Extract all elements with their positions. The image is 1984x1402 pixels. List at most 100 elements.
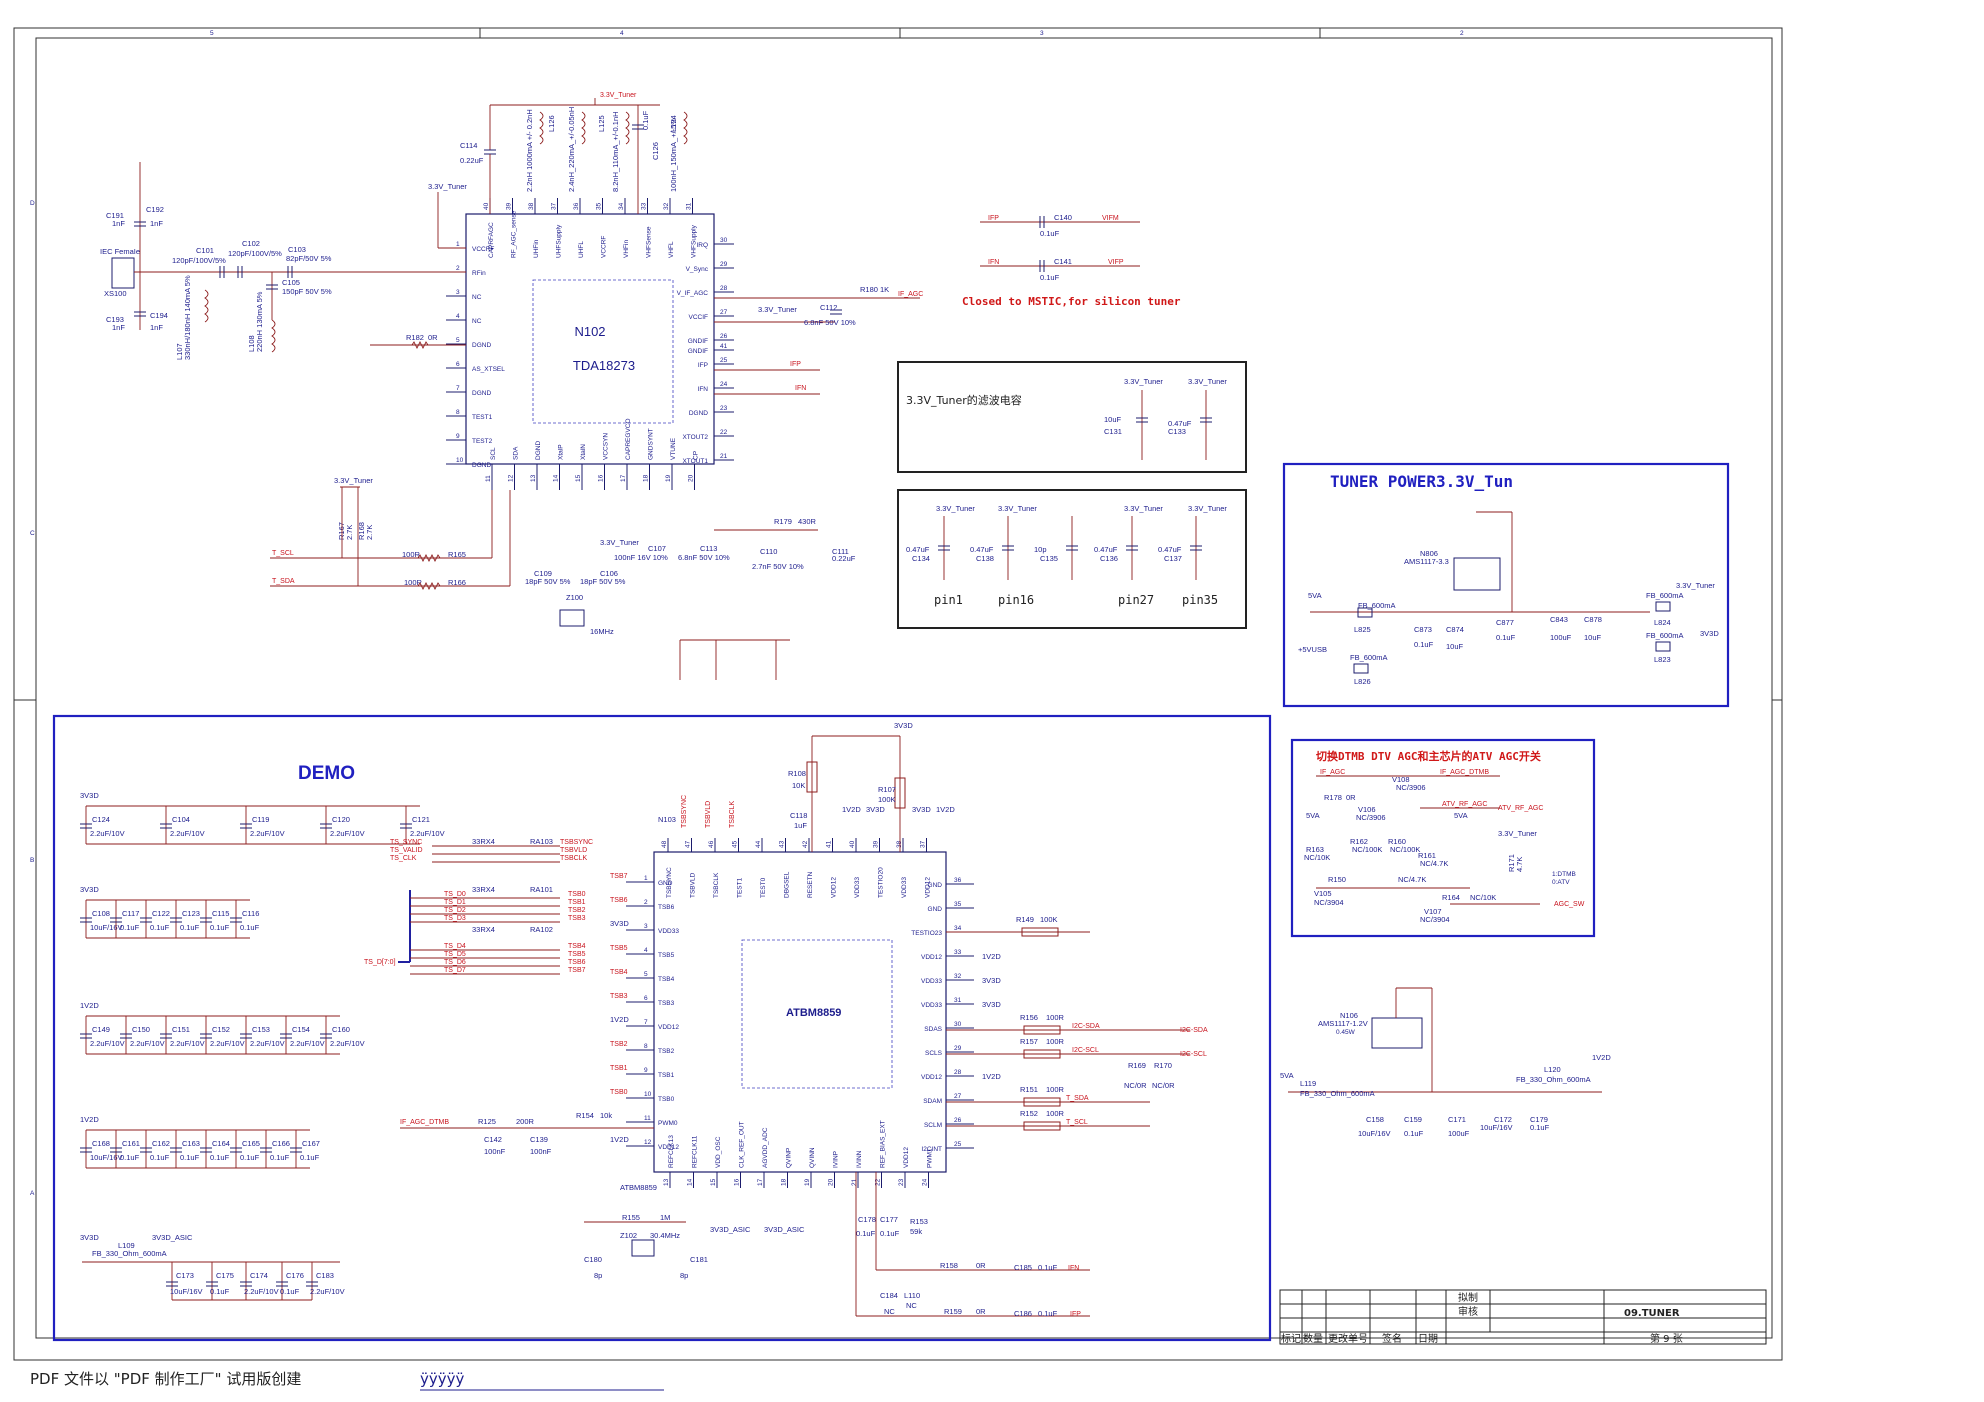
ts-d-net: TS_D0 (444, 891, 466, 898)
demo-left-pin-num: 3 (644, 923, 648, 930)
r157-val: 100R (1046, 1037, 1065, 1046)
demo-if-agc-dtmb: IF_AGC_DTMB (400, 1119, 449, 1126)
c193-ref: C193 (106, 315, 124, 324)
demo-bottom-pin-name: QVINP (786, 1148, 793, 1168)
demo-top-pin-num: 48 (661, 840, 668, 848)
r166-ref: R166 (448, 578, 466, 587)
demo-right-pin-num: 25 (954, 1141, 962, 1148)
ldo-5va: 5VA (1280, 1071, 1294, 1080)
c185-ref: C185 (1014, 1263, 1032, 1272)
c180-ref: C180 (584, 1255, 602, 1264)
cap-row-ref: C163 (182, 1139, 200, 1148)
l120-ref: L120 (1544, 1065, 1561, 1074)
demo-bottom-pin-name: PWM1 (927, 1148, 934, 1168)
demo-left-pin-num: 12 (644, 1139, 652, 1146)
l107-ref: L107 (175, 343, 184, 360)
cap-row-ref: C154 (292, 1025, 310, 1034)
tuner-top-pin-name: VHFSupply (691, 224, 698, 258)
if-ifp: IFP (988, 215, 999, 222)
tuner-power-title: TUNER POWER3.3V_Tun (1330, 472, 1513, 491)
if-note: Closed to MSTIC,for silicon tuner (962, 295, 1181, 308)
demo-i2c-sda-b: I2C-SDA (1180, 1027, 1208, 1034)
z100-val: 16MHz (590, 627, 614, 636)
r179-val: 430R (798, 517, 817, 526)
c111-ref: C111 (832, 547, 849, 556)
t-scl-net: T_SCL (272, 550, 294, 557)
tuner-left-pin-num: 4 (456, 313, 460, 320)
demo-t-sda: T_SDA (1066, 1095, 1089, 1102)
r156-val: 100R (1046, 1013, 1065, 1022)
pinbox-cap-val: 0.47uF (970, 545, 994, 554)
cap-row-val: 0.1uF (150, 923, 170, 932)
cap-row-ref: C121 (412, 815, 430, 824)
r178-ref: R178 (1324, 793, 1342, 802)
tuner-inductor-ref: L125 (597, 115, 606, 132)
l108-ref: L108 (247, 335, 256, 352)
cap-row-net: 1V2D (80, 1001, 99, 1010)
r168-val: 2.7K (365, 525, 374, 540)
r153-val: 59k (910, 1227, 922, 1236)
cap-row-ref: C124 (92, 815, 110, 824)
tuner-top-pin-num: 40 (483, 202, 490, 210)
ts-tsb-net: TSB6 (568, 959, 586, 966)
ra103-val: 33RX4 (472, 837, 495, 846)
ts-right-net: TSBSYNC (560, 839, 593, 846)
ts-clk-net: TS_CLK (390, 855, 417, 862)
demo-tsb-top-net: TSBVLD (705, 801, 712, 828)
demo-right-pin-num: 31 (954, 997, 962, 1004)
c107-val: 100nF 16V 10% (614, 553, 668, 562)
demo-top-pin-num: 39 (873, 840, 880, 848)
demo-right-pin-name: SCLM (924, 1122, 942, 1129)
c843-ref: C843 (1550, 615, 1568, 624)
tuner-top-pin-num: 38 (528, 202, 535, 210)
cap-row-ref: C164 (212, 1139, 230, 1148)
demo-left-pin-name: TSB0 (658, 1096, 675, 1103)
asic-dst: 3V3D_ASIC (152, 1233, 193, 1242)
demo-ifp: IFP (1070, 1311, 1081, 1318)
r179-ref: R179 (774, 517, 792, 526)
demo-bottom-pin-name: IVINP (833, 1151, 840, 1168)
c185-val: 0.1uF (1038, 1263, 1058, 1272)
r164-val: NC/10K (1470, 893, 1496, 902)
filter-pwr-b: 3.3V_Tuner (1188, 377, 1227, 386)
c843-val: 100uF (1550, 633, 1572, 642)
cap-row-ref: C151 (172, 1025, 190, 1034)
tb-sheet-title: 09.TUNER (1624, 1308, 1680, 1319)
tuner-right-pin-name: GNDIF (688, 348, 708, 355)
tuner-top-pin-num: 33 (641, 202, 648, 210)
demo-bottom-pin-num: 14 (687, 1178, 694, 1186)
tuner-bottom-pin-num: 19 (665, 474, 672, 482)
tuner-bottom-pin-num: 17 (620, 474, 627, 482)
v106-val: NC/3906 (1356, 813, 1386, 822)
pinbox-cap-ref: C137 (1164, 554, 1182, 563)
c186-ref: C186 (1014, 1309, 1032, 1318)
demo-top-pin-num: 44 (755, 840, 762, 848)
demo-top-pin-num: 46 (708, 840, 715, 848)
sheet-border: 5 4 3 2 D C B A (13, 27, 1783, 1361)
demo-top-pin-name: TEST0 (760, 877, 767, 898)
pinbox-pwr-label: 3.3V_Tuner (1188, 504, 1227, 513)
l826-val: FB_600mA (1350, 653, 1388, 662)
pinbox-pin-label: pin35 (1182, 593, 1218, 607)
demo-left-net: TSB4 (610, 969, 628, 976)
border-num-5: 5 (210, 30, 214, 37)
demo-right-pin-name: GND (928, 906, 943, 913)
footer-link[interactable]: ÿÿÿÿÿ (420, 1370, 465, 1388)
r153-ref: R153 (910, 1217, 928, 1226)
tuner-left-pin-name: TEST2 (472, 438, 493, 445)
demo-top-pin-name: TSBCLK (713, 872, 720, 898)
c159-val: 0.1uF (1404, 1129, 1424, 1138)
tuner-left-pin-name: RFin (472, 270, 486, 277)
r151-val: 100R (1046, 1085, 1065, 1094)
pinbox-cap-ref: C136 (1100, 554, 1118, 563)
tuner-right-pin-name: XTOUT1 (682, 458, 708, 465)
cap-row-val: 0.1uF (180, 1153, 200, 1162)
cap-row-ref: C123 (182, 909, 200, 918)
tuner-bottom-pin-num: 11 (485, 475, 492, 482)
demo-top-pin-num: 38 (896, 840, 903, 848)
r162-ref: R162 (1350, 837, 1368, 846)
demo-box: DEMO ATBM8859 N103 ATBM8859 (52, 714, 1272, 1342)
vifp-net: VIFP (1108, 259, 1124, 266)
tuner-inductor-label: 8.2nH_110mA_+/-0.1nH (611, 111, 620, 192)
pinbox-pin-label: pin27 (1118, 593, 1154, 607)
